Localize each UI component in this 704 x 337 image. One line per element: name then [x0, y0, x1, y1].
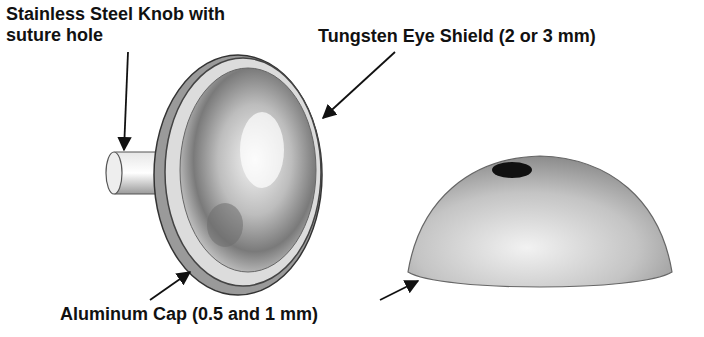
shadow: [207, 203, 243, 247]
leader-line: [150, 272, 190, 300]
leader-lines: [124, 52, 418, 300]
shield-dish: [180, 68, 316, 272]
part-label: Aluminum Cap (0.5 and 1 mm): [60, 304, 480, 325]
part-label: Tungsten Eye Shield (2 or 3 mm): [318, 26, 688, 47]
leader-line: [380, 281, 418, 300]
highlight: [240, 112, 284, 188]
aluminum-cap-rim: [154, 55, 322, 295]
leader-line: [124, 52, 128, 150]
leader-line: [323, 52, 395, 118]
tungsten-shield: [165, 58, 321, 286]
cap-hole: [492, 162, 532, 178]
part-label: Stainless Steel Knob with suture hole: [6, 4, 228, 46]
aluminum-cap-dome: [408, 156, 672, 287]
